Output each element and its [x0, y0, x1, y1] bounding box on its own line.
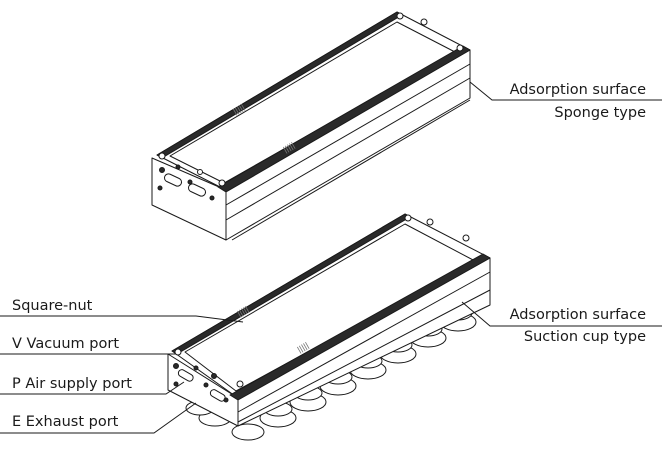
leader-air-supply-port: [0, 381, 185, 395]
sponge-port-slot-2: [187, 183, 207, 197]
suction-surface-label-line2: Suction cup type: [523, 329, 646, 345]
sponge-surface-label-line2: Sponge type: [554, 105, 646, 121]
vacuum-port-label: V Vacuum port: [12, 336, 120, 352]
leader-lines: [0, 81, 662, 434]
suction-rail-front: [229, 253, 491, 401]
leader-square-nut: [0, 315, 244, 323]
suction-cup-type-gripper: ꟾꟾꟾꟾꟾ ꟾꟾꟾꟾꟾ: [167, 213, 491, 441]
sponge-rail-front: [217, 45, 471, 193]
suction-surface-label-line1: Adsorption surface: [509, 307, 646, 323]
sponge-type-gripper: ꟾꟾꟾꟾꟾ ꟾꟾꟾꟾꟾ: [151, 11, 471, 241]
leader-suction-surface: [461, 301, 662, 327]
sponge-port-slot-1: [163, 173, 183, 187]
sponge-surface-label-line1: Adsorption surface: [509, 82, 646, 98]
leader-exhaust-port: [0, 402, 197, 434]
exhaust-port-label: E Exhaust port: [12, 414, 119, 430]
leader-sponge-surface: [469, 81, 662, 101]
air-supply-port-label: P Air supply port: [12, 376, 132, 392]
square-nut-label: Square-nut: [12, 298, 93, 314]
